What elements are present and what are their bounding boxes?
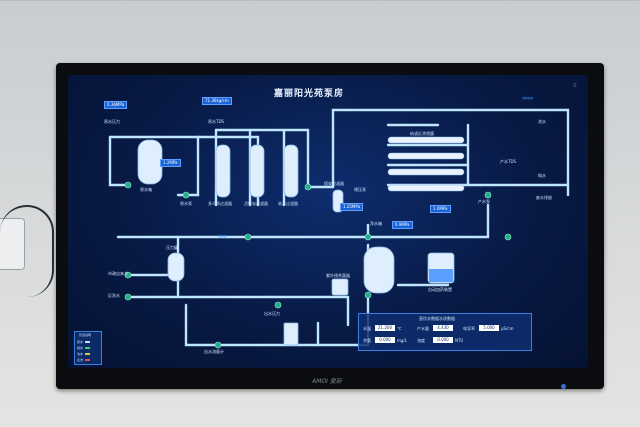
label-uv-sterilizer: 紫外线杀菌器 bbox=[326, 273, 350, 278]
label-outlet-pressure: 出水压力 bbox=[264, 311, 280, 316]
pipe-diagram bbox=[108, 108, 570, 349]
pressure-tank-shape bbox=[167, 252, 185, 282]
flow-arrows-top: »»»» bbox=[522, 95, 534, 102]
label-outlet-meter: 出水流量计 bbox=[204, 349, 224, 354]
pipe-raw-branch bbox=[108, 135, 130, 187]
row2-label2: 浊度 bbox=[417, 338, 425, 343]
label-security-filter: 保安过滤器 bbox=[324, 181, 344, 186]
pipe-middle bbox=[116, 203, 490, 239]
filter-2-shape bbox=[249, 144, 265, 198]
label-high-pump: 增压泵 bbox=[354, 187, 366, 192]
pipe-ro-manifold bbox=[386, 123, 470, 187]
legend-item-label: 反洗 bbox=[77, 358, 84, 362]
panel-title: 直饮水数据水质数据 bbox=[419, 316, 455, 321]
top-left-value: 0.38MPa bbox=[104, 101, 128, 109]
legend-item-label: 浓水 bbox=[77, 352, 84, 356]
row2-unit1: mg/L bbox=[397, 338, 408, 343]
row1-label1: 水温 bbox=[363, 326, 371, 331]
label-product-tank: 净水箱 bbox=[370, 221, 382, 226]
label-raw-tds: 原水TDS bbox=[208, 119, 225, 124]
water-quality-panel: 直饮水数据水质数据 水温 21.200 ℃ 产水量 4.430 电导率 5.00… bbox=[358, 313, 532, 351]
label-filter-softener: 软水过滤器 bbox=[278, 201, 298, 206]
row1-label2: 产水量 bbox=[417, 326, 429, 331]
product-tank-shape bbox=[363, 246, 395, 294]
row1-label3: 电导率 bbox=[463, 326, 475, 331]
legend-item-label: 纯水 bbox=[77, 346, 84, 350]
row1-unit1: ℃ bbox=[397, 326, 402, 331]
legend-title: 管道说明 bbox=[79, 333, 92, 337]
row2-label1: 余氯 bbox=[363, 338, 371, 343]
value-3: 1.0MPa bbox=[430, 205, 451, 213]
filter-1-shape bbox=[215, 144, 231, 198]
pipe-outlet-line bbox=[184, 303, 320, 347]
label-raw-pump: 原水泵 bbox=[180, 201, 192, 206]
legend-swatch-icon bbox=[85, 359, 91, 361]
label-product-flow: 产水TDS bbox=[500, 159, 517, 164]
legend-swatch-icon bbox=[85, 341, 91, 343]
label-dosing-device: 自动加药装置 bbox=[428, 287, 452, 292]
legend-swatch-icon bbox=[85, 353, 91, 355]
row2-value1: 0.000 bbox=[375, 337, 395, 343]
label-tap-water: 市政自来水 bbox=[108, 271, 128, 276]
label-dense-water: 浓水 bbox=[538, 119, 546, 124]
row1-value1: 21.200 bbox=[375, 325, 395, 331]
monitor-brand: AMOI 夏新 bbox=[312, 378, 342, 385]
pipe-to-security bbox=[306, 128, 335, 189]
legend-swatch-icon bbox=[85, 347, 91, 349]
row1-value3: 5.000 bbox=[479, 325, 499, 331]
value-4: 0.9MPa bbox=[392, 221, 413, 229]
wall-seam bbox=[0, 0, 640, 1]
legend-item: 原水 bbox=[77, 340, 91, 344]
row1-value2: 4.430 bbox=[433, 325, 453, 331]
legend-item: 浓水 bbox=[77, 352, 91, 356]
value-2: 1.25MPa bbox=[340, 203, 364, 211]
uv-sterilizer-shape bbox=[331, 278, 349, 296]
page-title: 嘉丽阳光苑泵房 bbox=[274, 89, 345, 99]
inlet-value: 71.36kg/cm bbox=[202, 97, 232, 105]
pipe-legend: 管道说明 原水 纯水 浓水 反洗 bbox=[74, 331, 102, 365]
legend-item-label: 原水 bbox=[77, 340, 84, 344]
legend-item: 反洗 bbox=[77, 358, 91, 362]
label-raw-pressure: 原水压力 bbox=[104, 119, 120, 124]
raw-tank-shape bbox=[137, 139, 163, 185]
label-product-pump: 产水泵 bbox=[478, 199, 490, 204]
label-backwash: 反洗水 bbox=[108, 293, 120, 298]
value-1: 1.2MPa bbox=[160, 159, 181, 167]
legend-item: 纯水 bbox=[77, 346, 91, 350]
power-cable bbox=[0, 205, 54, 297]
flow-arrows-mid: »»» bbox=[218, 233, 227, 240]
label-pressure-tank: 压力罐 bbox=[166, 245, 178, 250]
row2-value2: 0.000 bbox=[433, 337, 453, 343]
control-box-shape bbox=[283, 322, 299, 346]
label-filter-multi: 多介质过滤器 bbox=[208, 201, 232, 206]
menu-icon[interactable]: ⁝⁝ bbox=[573, 82, 577, 89]
pipe-ro-loop bbox=[331, 108, 570, 197]
label-ro-membrane: 纳滤反渗透膜 bbox=[410, 131, 434, 136]
scada-screen: 嘉丽阳光苑泵房 ⁝⁝ 0.38MPa 71.36kg/cm »»»» »»» 原… bbox=[68, 75, 588, 368]
label-pure-water: 纯水 bbox=[538, 173, 546, 178]
label-raw-tank: 原水箱 bbox=[140, 187, 152, 192]
row1-unit3: μS/cm bbox=[501, 326, 514, 331]
filter-3-shape bbox=[283, 144, 299, 198]
label-filter-carbon: 活性炭过滤器 bbox=[244, 201, 268, 206]
power-led-icon bbox=[561, 384, 566, 389]
label-waste-water: 废水排放 bbox=[536, 195, 552, 200]
row2-unit2: NTU bbox=[455, 338, 464, 343]
pipe-bottom bbox=[126, 295, 350, 327]
